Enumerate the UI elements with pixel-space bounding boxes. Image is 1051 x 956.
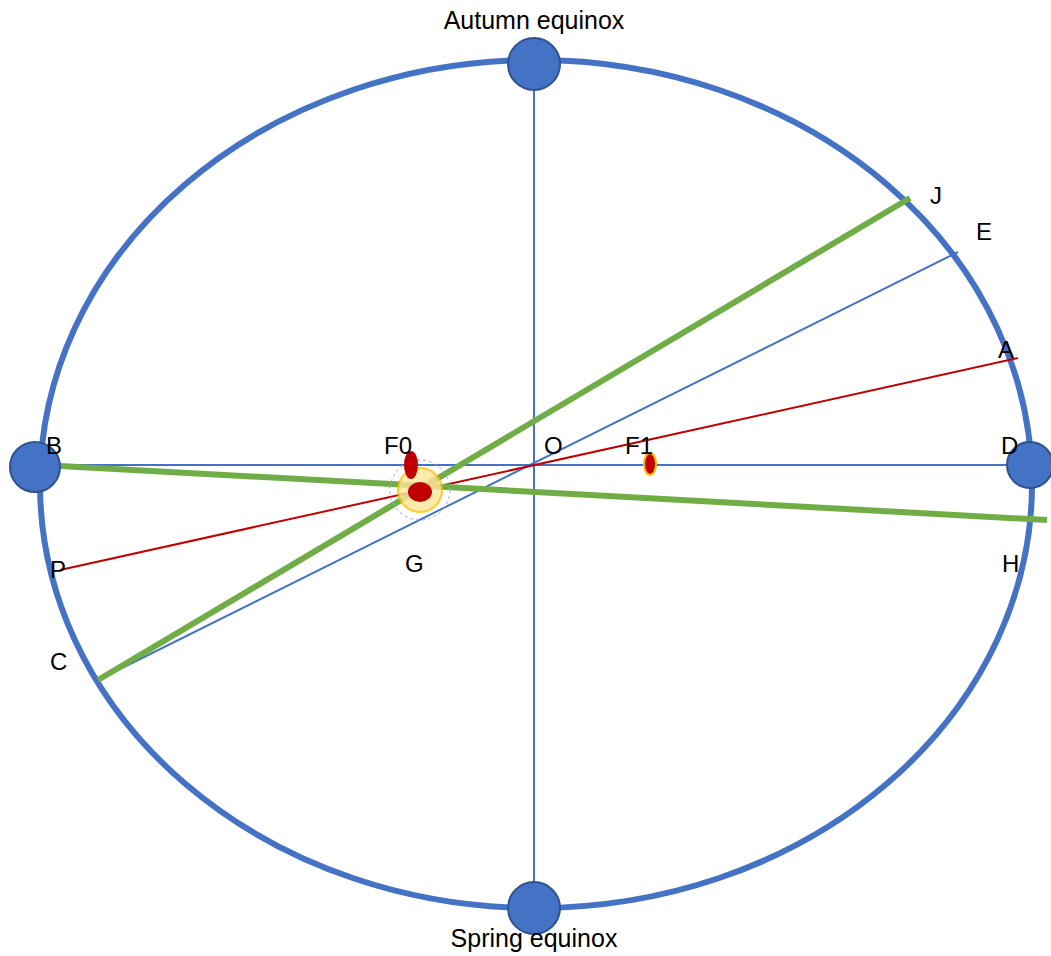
line-cj [98, 198, 910, 680]
minor-axis [533, 64, 535, 910]
point-label: F1 [625, 432, 653, 460]
line-pa [60, 358, 1018, 570]
equinox-label: Autumn equinox [444, 6, 625, 34]
sun-halo [390, 460, 450, 520]
orbit-ellipse [40, 60, 1032, 908]
point-label: F0 [384, 432, 412, 460]
point-label: A [998, 336, 1014, 364]
point-label: J [930, 182, 942, 210]
line-bh [60, 466, 1047, 520]
point-label: O [544, 432, 563, 460]
point-label: P [50, 556, 66, 584]
point-label: G [405, 550, 424, 578]
equinox-label: Spring equinox [451, 924, 618, 952]
sun-core [408, 482, 432, 502]
sun [398, 468, 442, 512]
point-label: C [50, 648, 67, 676]
point-label: B [46, 432, 62, 460]
point-label: E [976, 218, 992, 246]
point-label: D [1001, 432, 1018, 460]
point-label: H [1002, 550, 1019, 578]
autumn-point [508, 38, 560, 90]
